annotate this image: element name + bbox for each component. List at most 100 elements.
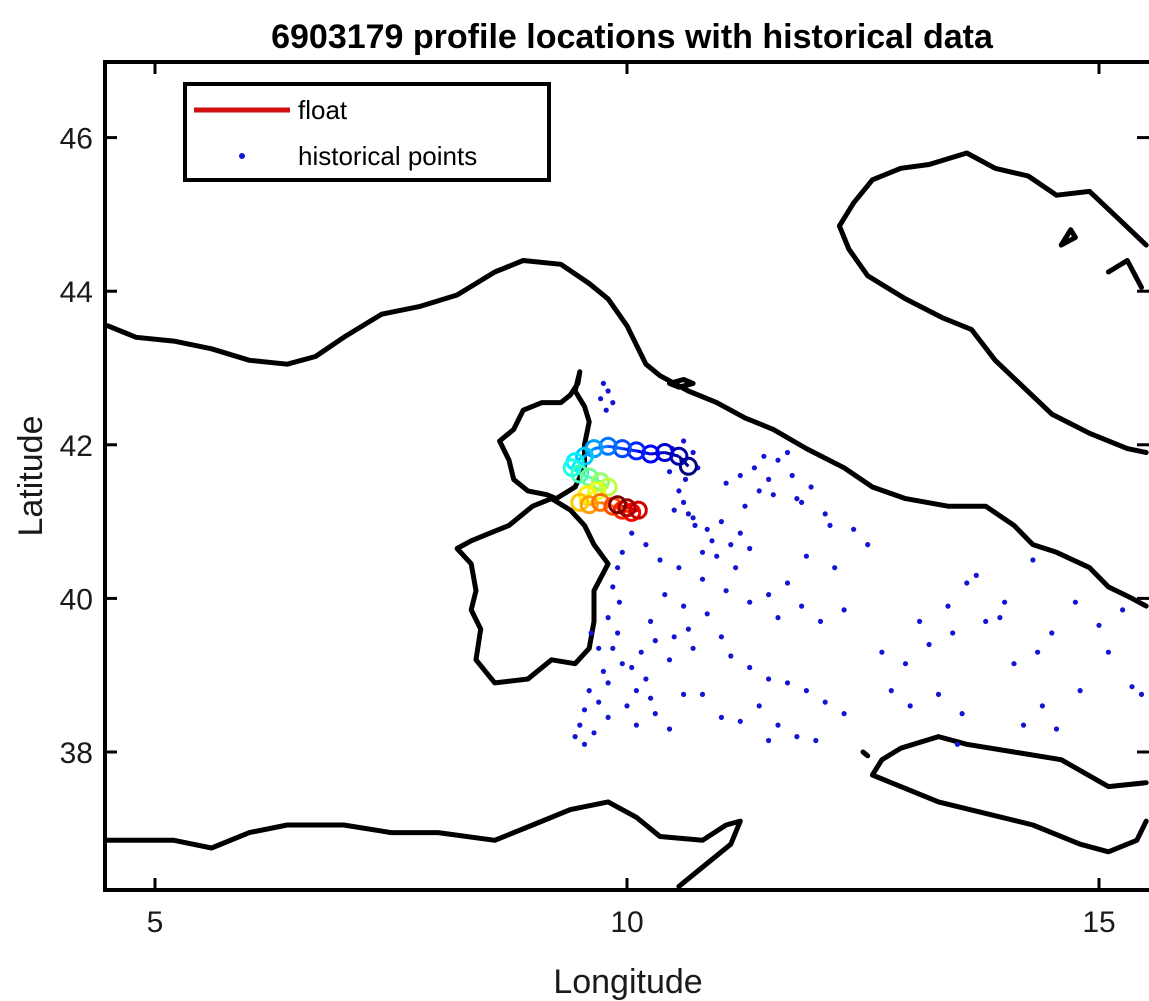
historical-point-114 — [1030, 557, 1036, 563]
historical-point-3 — [610, 400, 616, 406]
y-tick-label-1: 40 — [60, 583, 93, 616]
historical-point-13 — [692, 522, 698, 529]
historical-point-130 — [1138, 691, 1145, 698]
x-tick-label-0: 5 — [147, 906, 164, 939]
historical-point-10 — [681, 499, 687, 505]
legend: float historical points — [183, 82, 551, 182]
historical-point-20 — [714, 553, 720, 559]
historical-point-115 — [1049, 630, 1055, 636]
coastline-4 — [869, 734, 1149, 855]
historical-point-78 — [652, 638, 658, 644]
historical-point-141 — [648, 618, 654, 625]
historical-point-62 — [586, 688, 592, 694]
plot-area — [105, 150, 1149, 889]
historical-point-96 — [766, 737, 772, 744]
historical-point-122 — [1020, 722, 1027, 728]
historical-point-23 — [756, 488, 762, 494]
historical-point-128 — [1053, 726, 1060, 732]
x-axis-label: Longitude — [553, 963, 702, 1001]
float-profile-marker-25 — [608, 495, 628, 515]
float-track-segment-9 — [570, 461, 577, 469]
historical-point-54 — [610, 584, 616, 590]
historical-point-25 — [751, 465, 758, 471]
historical-point-89 — [822, 699, 828, 705]
coastline-0 — [105, 258, 1149, 609]
historical-point-93 — [775, 722, 781, 728]
historical-point-125 — [907, 703, 913, 709]
historical-point-99 — [681, 691, 687, 698]
float-profile-marker-23 — [628, 500, 648, 520]
historical-point-26 — [775, 457, 781, 463]
historical-point-95 — [813, 737, 819, 744]
coastline-6 — [105, 799, 743, 889]
historical-point-92 — [737, 718, 743, 724]
historical-point-112 — [1011, 661, 1017, 667]
historical-point-43 — [841, 607, 847, 613]
historical-point-81 — [685, 626, 692, 632]
historical-point-80 — [690, 645, 696, 651]
float-profile-marker-0 — [678, 456, 698, 476]
historical-point-87 — [784, 680, 791, 686]
historical-point-46 — [723, 588, 729, 594]
historical-point-100 — [666, 726, 673, 732]
historical-point-121 — [1039, 703, 1045, 709]
coastline-layer — [105, 150, 1149, 889]
historical-point-91 — [756, 703, 762, 709]
historical-point-113 — [1035, 649, 1041, 655]
historical-point-0 — [600, 380, 607, 386]
historical-point-51 — [629, 530, 635, 536]
historical-point-67 — [581, 741, 588, 747]
historical-point-1 — [605, 388, 611, 394]
legend-float-label: float — [298, 95, 348, 125]
float-track-segment-7 — [583, 447, 595, 458]
historical-point-102 — [902, 661, 909, 667]
y-tick-label-2: 42 — [60, 430, 93, 463]
y-tick-label-4: 46 — [60, 123, 93, 156]
historical-point-33 — [784, 449, 791, 456]
historical-point-86 — [766, 676, 772, 682]
historical-point-40 — [766, 592, 772, 598]
historical-point-65 — [577, 722, 583, 728]
float-profile-marker-2 — [655, 443, 675, 462]
historical-point-14 — [704, 526, 710, 532]
historical-point-36 — [851, 526, 857, 532]
historical-point-49 — [657, 557, 663, 563]
historical-point-116 — [1072, 599, 1078, 605]
historical-point-84 — [728, 653, 734, 659]
historical-point-135 — [799, 499, 805, 505]
historical-point-70 — [624, 703, 630, 709]
coastline-9 — [1105, 258, 1144, 290]
float-profile-marker-6 — [598, 436, 618, 456]
historical-point-107 — [973, 572, 979, 579]
legend-box — [183, 82, 551, 182]
historical-point-16 — [709, 538, 715, 544]
historical-point-126 — [888, 688, 894, 694]
float-track-segment-12 — [588, 475, 602, 484]
historical-point-28 — [770, 492, 776, 498]
historical-point-72 — [643, 676, 649, 682]
historical-point-35 — [822, 511, 828, 517]
coastline-7 — [836, 150, 1149, 455]
historical-point-142 — [666, 657, 673, 663]
historical-point-129 — [1129, 684, 1135, 690]
historical-point-9 — [676, 488, 682, 494]
historical-point-24 — [766, 476, 772, 482]
historical-point-11 — [671, 507, 677, 513]
axes-frame — [103, 60, 1149, 892]
historical-point-127 — [954, 741, 961, 747]
historical-point-8 — [682, 476, 689, 482]
historical-point-22 — [742, 503, 748, 509]
historical-point-97 — [718, 714, 725, 721]
historical-point-63 — [596, 699, 602, 705]
coastline-5 — [860, 749, 871, 759]
historical-point-139 — [662, 592, 668, 598]
float-profile-marker-17 — [570, 492, 590, 512]
historical-point-61 — [605, 680, 611, 686]
historical-point-131 — [690, 515, 696, 521]
historical-point-53 — [615, 565, 621, 571]
coastline-8 — [1058, 227, 1078, 248]
historical-point-39 — [784, 580, 791, 586]
historical-point-60 — [600, 668, 607, 675]
historical-point-58 — [610, 645, 616, 651]
